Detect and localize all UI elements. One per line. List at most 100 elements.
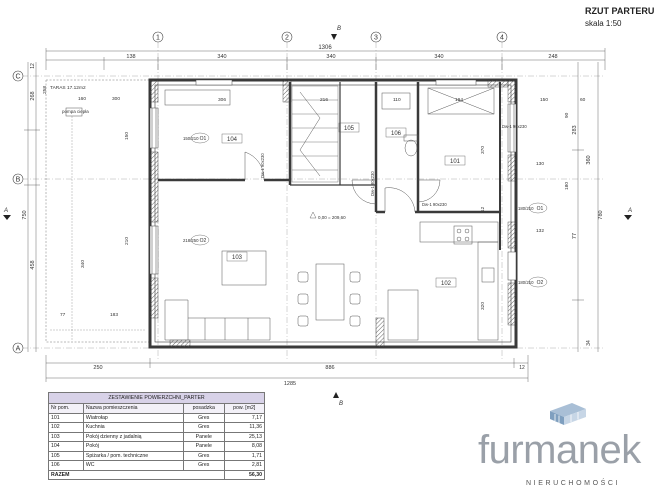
svg-text:180: 180 [564,182,570,190]
svg-text:138: 138 [126,54,135,60]
area-table: ZESTAWIENIE POWIERZCHNI_PARTER Nr pom. N… [48,392,265,480]
svg-text:Dw-1 90x230: Dw-1 90x230 [422,202,447,207]
axis-label-a: A [16,346,21,353]
doors [244,151,441,213]
svg-text:A: A [3,208,8,214]
svg-text:340: 340 [80,260,86,268]
svg-text:Dw-1 90x230: Dw-1 90x230 [260,153,265,178]
room-101-number: 101 [450,159,461,165]
table-row: 104 Pokój Panele 8,08 [48,441,265,452]
svg-text:180/210: 180/210 [518,280,534,285]
svg-text:12: 12 [519,365,525,371]
room-102-number: 102 [441,281,452,287]
brand-logo-icon [550,403,586,425]
area-total-label: RAZEM [48,469,225,480]
stair [291,85,339,183]
level-label: 0,00 = 209,60 [318,215,346,220]
table-row: 102 Kuchnia Gres 11,36 [48,422,265,433]
svg-text:250: 250 [93,365,102,371]
svg-text:Dw-1 90x230: Dw-1 90x230 [502,124,527,129]
area-total-value: 56,30 [223,469,265,480]
svg-text:268: 268 [30,91,36,100]
svg-text:150: 150 [540,97,548,103]
svg-text:12: 12 [480,206,486,212]
level-marker: 0,00 = 209,60 [309,211,346,220]
svg-text:194: 194 [455,97,463,103]
svg-text:210: 210 [124,237,130,245]
svg-text:90: 90 [564,112,570,118]
area-table-col-name: Nazwa pomieszczenia [82,403,185,414]
row-axis-markers: C B A [12,70,24,354]
windows [149,79,517,281]
table-total-row: RAZEM 56,30 [48,469,265,480]
svg-text:O2: O2 [537,280,544,286]
table-row: 106 WC Gres 2,81 [48,460,265,471]
svg-text:340: 340 [217,54,226,60]
svg-text:886: 886 [325,365,334,371]
top-dimensions [45,48,606,70]
room-number-frames [221,122,466,288]
table-row: 105 Spiżarka / pom. techniczne Gres 1,71 [48,450,265,461]
area-table-col-area: pow. [m2] [223,403,265,414]
svg-text:370: 370 [480,146,486,154]
axis-label-1: 1 [156,35,160,42]
svg-text:218/250: 218/250 [183,238,199,243]
svg-text:750: 750 [22,210,28,219]
room-105-number: 105 [344,126,355,132]
bottom-dimensions [45,355,529,382]
table-row: 101 Wiatrołap Gres 7,17 [48,412,265,423]
svg-text:183: 183 [110,312,118,318]
window-tags: O1 150/210 O1 180/210 O2 218/250 O2 180/… [183,132,548,288]
section-marks: B B A A [3,26,632,407]
room-104-number: 104 [227,137,238,143]
axis-label-2: 2 [285,35,289,42]
svg-text:300: 300 [112,96,120,102]
column-axis-markers: 1 2 3 4 [152,31,508,43]
svg-text:340: 340 [326,54,335,60]
svg-text:34: 34 [586,340,592,346]
svg-text:258: 258 [42,86,48,94]
svg-text:306: 306 [218,97,226,103]
svg-text:340: 340 [434,54,443,60]
svg-text:160: 160 [78,96,86,102]
outer-walls [148,78,518,349]
interior-walls [158,82,501,250]
svg-text:110: 110 [393,97,401,103]
area-table-col-number: Nr pom. [48,403,84,414]
brand-name: furmanek [478,428,641,472]
svg-text:O1: O1 [200,136,207,142]
right-dimensions [572,62,599,352]
table-row: 103 Pokój dzienny z jadalnią Panele 25,1… [48,431,265,442]
svg-text:150/210: 150/210 [183,136,199,141]
svg-text:150: 150 [124,132,130,140]
svg-text:1285: 1285 [284,381,296,387]
svg-text:12: 12 [30,63,36,69]
heat-pump-label: pompa ciepła [62,109,89,114]
axis-label-3: 3 [374,35,378,42]
terrace: TARAS 17.12m2 pompa ciepła 160 300 340 1… [45,79,150,343]
svg-text:320: 320 [480,302,486,310]
drawing-title: RZUT PARTERU [585,6,655,16]
svg-text:458: 458 [30,260,36,269]
room-106-number: 106 [391,131,402,137]
svg-text:B: B [339,401,343,407]
inner-dimension-labels: 306 216 110 194 150 150 130 210 132 320 … [42,86,586,310]
door-tags: Dw-1 90x230 Dw-1 80x230 Dw-1 90x230 Dw-1… [260,124,527,207]
svg-text:132: 132 [536,228,544,234]
top-dimension-labels: 1306 138 340 340 340 248 [126,45,557,60]
brand-tagline: NIERUCHOMOŚCI [526,480,621,487]
svg-text:248: 248 [548,54,557,60]
room-103-number: 103 [232,255,243,261]
svg-text:Dw-1 80x230: Dw-1 80x230 [370,171,375,196]
svg-text:60: 60 [580,97,586,103]
svg-text:O1: O1 [537,206,544,212]
left-dimension-labels: 268 750 458 12 [22,63,36,270]
area-table-caption: ZESTAWIENIE POWIERZCHNI_PARTER [48,392,265,404]
svg-text:360: 360 [586,155,592,164]
bottom-dimension-labels: 250 886 12 1285 [93,365,525,387]
left-dimensions [24,62,40,352]
drawing-scale: skala 1:50 [585,19,622,28]
svg-text:283: 283 [572,125,578,134]
axis-label-c: C [15,74,20,81]
axis-label-4: 4 [500,35,504,42]
